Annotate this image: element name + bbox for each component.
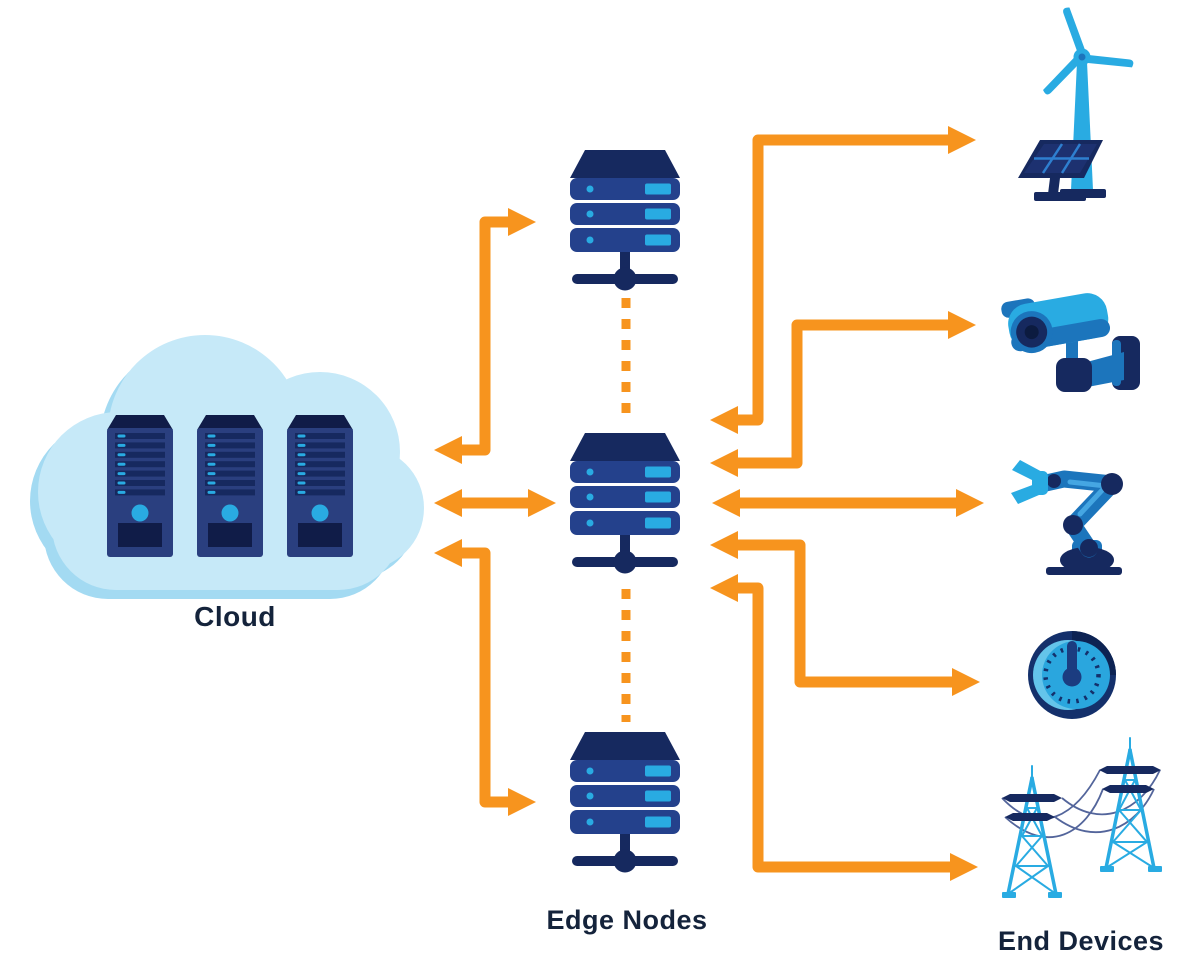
edge-node-bottom	[570, 732, 680, 873]
arrow-edge-camera	[710, 311, 976, 477]
security-camera-icon	[1001, 293, 1140, 392]
edge-node-middle	[570, 433, 680, 574]
gauge-meter-icon	[1028, 631, 1116, 719]
robot-gripper	[1011, 460, 1048, 504]
arrow-edge-gauge	[710, 531, 980, 696]
edge-nodes-label: Edge Nodes	[546, 905, 707, 935]
power-transmission-towers-icon	[1001, 737, 1162, 898]
cloud-server-tower	[287, 415, 353, 557]
arrow-edge-solar	[710, 126, 976, 434]
wind-turbine-solar-panel-icon	[1018, 5, 1135, 201]
cloud-server-tower	[107, 415, 173, 557]
arrow-edge-robot	[712, 489, 984, 517]
arrow-cloud-edge-middle	[434, 489, 556, 517]
cloud-group: Cloud	[30, 335, 424, 632]
robot-arm-icon	[1011, 460, 1123, 575]
pylon-left	[1002, 765, 1062, 898]
cloud-server-tower	[197, 415, 263, 557]
pylon-right	[1099, 737, 1162, 872]
arrow-cloud-edge-top	[434, 208, 536, 464]
arrow-cloud-edge-bottom	[434, 539, 536, 816]
edge-node-top	[570, 150, 680, 291]
arrow-edge-towers	[710, 574, 978, 881]
cloud-label: Cloud	[194, 601, 276, 632]
end-devices-label: End Devices	[998, 926, 1164, 956]
